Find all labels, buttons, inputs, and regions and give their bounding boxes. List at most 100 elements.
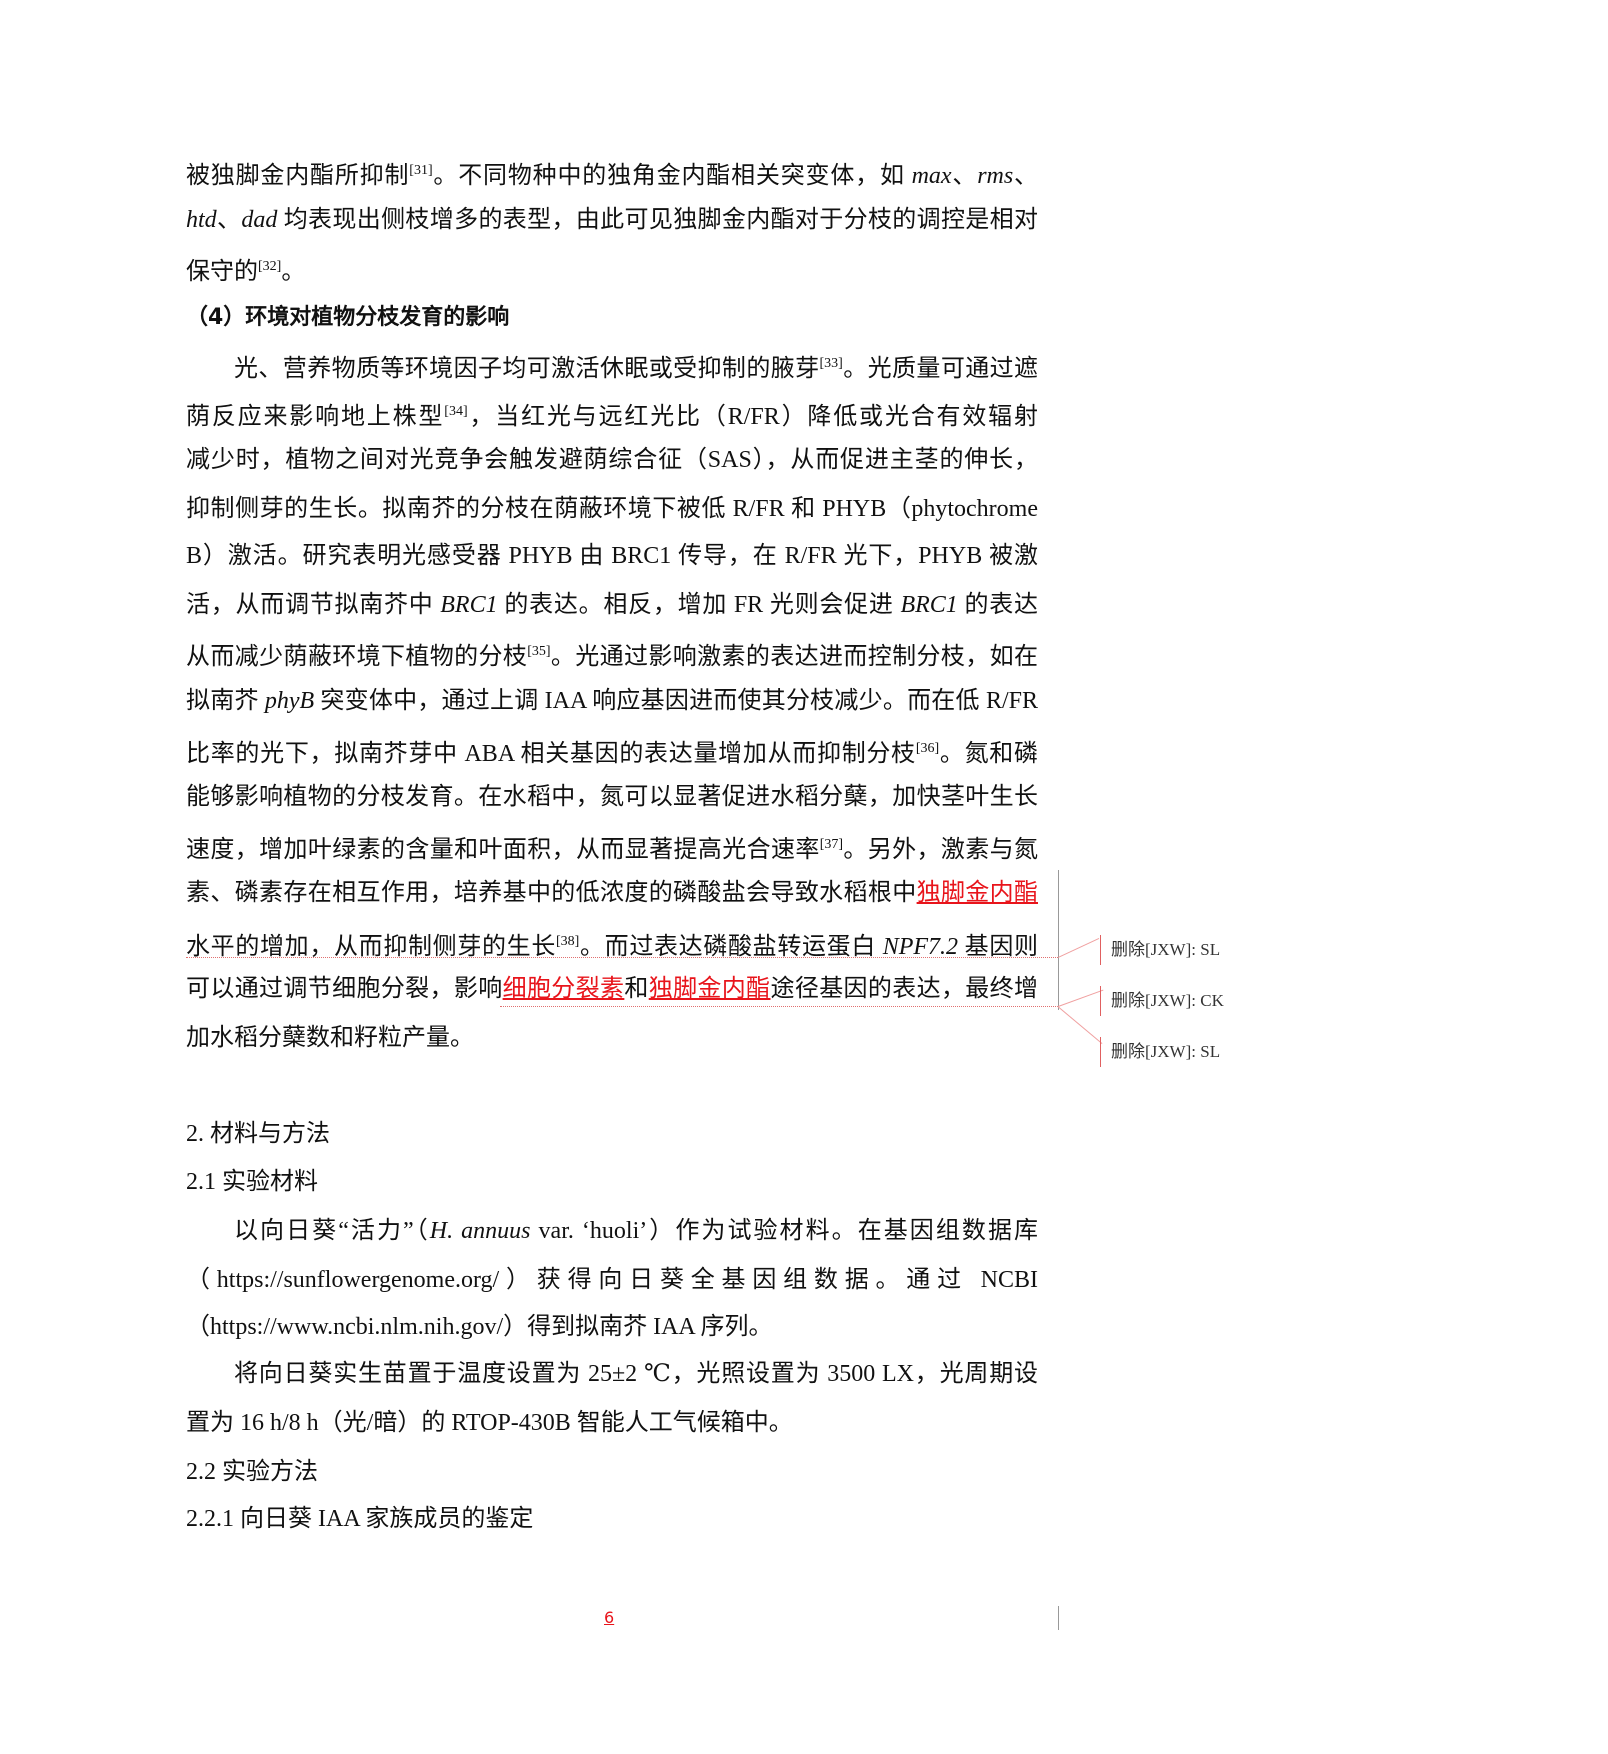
text-line: 可以通过调节细胞分裂，影响细胞分裂素和独脚金内酯途径基因的表达，最终增 (186, 974, 1038, 1004)
text-run: htd (186, 207, 217, 233)
text-line: 置为 16 h/8 h（光/暗）的 RTOP-430B 智能人工气候箱中。 (186, 1408, 1038, 1438)
comment-connector (1058, 937, 1100, 958)
text-run: ，当红光与远红光比（R/FR）降低或光合有效辐射（PAR） (467, 404, 1038, 427)
text-run: 。 (281, 259, 306, 285)
text-run: 2.1 实验材料 (186, 1169, 318, 1195)
text-line: B）激活。研究表明光感受器 PHYB 由 BRC1 传导，在 R/FR 光下，P… (186, 541, 1038, 571)
text-run: 可以通过调节细胞分裂，影响 (186, 976, 503, 1002)
text-run: 拟南芥 (186, 688, 265, 714)
tracked-deletion: 独脚金内酯 (916, 880, 1038, 906)
text-run: 比率的光下，拟南芥芽中 ABA 相关基因的表达量增加从而抑制分枝 (186, 741, 916, 764)
text-run: 以向日葵“活力”（ (234, 1218, 430, 1244)
text-run: BRC1 (900, 592, 958, 618)
text-line: 2.2 实验方法 (186, 1457, 1038, 1487)
text-run: 。氮和磷 (939, 741, 1038, 764)
text-line: 光、营养物质等环境因子均可激活休眠或受抑制的腋芽[33]。光质量可通过遮 (186, 349, 1038, 379)
comment-deletion[interactable]: 删除[JXW]: SL (1100, 935, 1220, 965)
comment-deletion[interactable]: 删除[JXW]: CK (1100, 986, 1224, 1016)
text-run: 2.2.1 向日葵 IAA 家族成员的鉴定 (186, 1506, 534, 1532)
text-run: 的表达 (957, 592, 1039, 618)
text-run: 水平的增加，从而抑制侧芽的生长 (186, 934, 557, 957)
revision-bar (1058, 870, 1059, 1010)
text-run: 抑制侧芽的生长。拟南芥的分枝在荫蔽环境下被低 R/FR 和 PHYB（phyto… (186, 496, 1038, 522)
citation: [33] (819, 356, 843, 371)
text-run: 基因则 (958, 934, 1038, 957)
text-run: （https://www.ncbi.nlm.nih.gov/）得到拟南芥 IAA… (186, 1314, 773, 1340)
text-run: 活，从而调节拟南芥中 (186, 592, 441, 618)
text-line: 活，从而调节拟南芥中 BRC1 的表达。相反，增加 FR 光则会促进 BRC1 … (186, 590, 1038, 620)
text-run: 、 (951, 163, 978, 186)
text-run: 从而减少荫蔽环境下植物的分枝 (186, 644, 528, 667)
text-run: 置为 16 h/8 h（光/暗）的 RTOP-430B 智能人工气候箱中。 (186, 1410, 793, 1436)
text-run: 光、营养物质等环境因子均可激活休眠或受抑制的腋芽 (234, 356, 820, 379)
citation: [31] (409, 163, 433, 178)
text-line: 以向日葵“活力”（H. annuus var. ‘huoli’）作为试验材料。在… (186, 1216, 1038, 1246)
text-run: 。不同物种中的独角金内酯相关突变体，如 (432, 163, 912, 186)
text-line: 抑制侧芽的生长。拟南芥的分枝在荫蔽环境下被低 R/FR 和 PHYB（phyto… (186, 494, 1038, 524)
citation: [36] (915, 741, 940, 756)
text-line: 素、磷素存在相互作用，培养基中的低浓度的磷酸盐会导致水稻根中独脚金内酯 (186, 878, 1038, 908)
text-run: 突变体中，通过上调 IAA 响应基因进而使其分枝减少。而在低 R/FR (314, 688, 1038, 714)
comment-connector (1057, 1006, 1103, 1045)
text-line: 能够影响植物的分枝发育。在水稻中，氮可以显著促进水稻分蘖，加快茎叶生长 (186, 782, 1038, 812)
text-line: 速度，增加叶绿素的含量和叶面积，从而显著提高光合速率[37]。另外，激素与氮 (186, 830, 1038, 860)
text-line: （4）环境对植物分枝发育的影响 (186, 302, 1038, 333)
text-run: 2. 材料与方法 (186, 1121, 330, 1147)
text-run: 保守的 (186, 259, 258, 285)
text-line: 保守的[32]。 (186, 252, 1038, 287)
page-number: 6 (604, 1608, 615, 1627)
text-run: 被独脚金内酯所抑制 (186, 163, 410, 186)
tracked-deletion: 独脚金内酯 (648, 976, 771, 1002)
text-run: 减少时，植物之间对光竞争会触发避荫综合征（SAS），从而促进主茎的伸长， (186, 447, 1038, 473)
text-run: 、 (1013, 163, 1038, 186)
text-line: 拟南芥 phyB 突变体中，通过上调 IAA 响应基因进而使其分枝减少。而在低 … (186, 686, 1038, 716)
text-run: BRC1 (440, 592, 498, 618)
text-run: var. ‘huoli’）作为试验材料。在基因组数据库 (530, 1218, 1038, 1244)
text-run: 速度，增加叶绿素的含量和叶面积，从而显著提高光合速率 (186, 837, 820, 860)
text-run: max (911, 163, 952, 186)
text-run: 能够影响植物的分枝发育。在水稻中，氮可以显著促进水稻分蘖，加快茎叶生长 (186, 784, 1038, 810)
text-run: 荫反应来影响地上株型 (186, 404, 445, 427)
citation: [32] (258, 259, 282, 274)
text-run: 加水稻分蘖数和籽粒产量。 (186, 1025, 474, 1051)
text-run: 均表现出侧枝增多的表型，由此可见独脚金内酯对于分枝的调控是相对 (277, 207, 1038, 233)
text-line: （https://www.ncbi.nlm.nih.gov/）得到拟南芥 IAA… (186, 1312, 1038, 1342)
text-run: 。而过表达磷酸盐转运蛋白 (579, 934, 883, 957)
text-line: 荫反应来影响地上株型[34]，当红光与远红光比（R/FR）降低或光合有效辐射（P… (186, 397, 1038, 427)
text-run: B）激活。研究表明光感受器 PHYB 由 BRC1 传导，在 R/FR 光下，P… (186, 543, 1038, 569)
comment-deletion[interactable]: 删除[JXW]: SL (1100, 1037, 1220, 1067)
text-line: 从而减少荫蔽环境下植物的分枝[35]。光通过影响激素的表达进而控制分枝，如在 (186, 637, 1038, 667)
text-run: 素、磷素存在相互作用，培养基中的低浓度的磷酸盐会导致水稻根中 (186, 880, 917, 906)
text-line: 将向日葵实生苗置于温度设置为 25±2 ℃，光照设置为 3500 LX，光周期设 (186, 1359, 1038, 1389)
text-line: 2.1 实验材料 (186, 1167, 1038, 1197)
text-line: 比率的光下，拟南芥芽中 ABA 相关基因的表达量增加从而抑制分枝[36]。氮和磷 (186, 734, 1038, 764)
section-heading: （4）环境对植物分枝发育的影响 (186, 305, 510, 330)
text-run: 。另外，激素与氮 (843, 837, 1038, 860)
text-line: 水平的增加，从而抑制侧芽的生长[38]。而过表达磷酸盐转运蛋白 NPF7.2 基… (186, 927, 1038, 957)
text-line: 2. 材料与方法 (186, 1119, 1038, 1149)
text-run: 和 (624, 976, 649, 1002)
text-line: 2.2.1 向日葵 IAA 家族成员的鉴定 (186, 1504, 1038, 1534)
text-run: 。光质量可通过遮 (842, 356, 1038, 379)
text-run: NPF7.2 (882, 934, 959, 957)
text-run: 。光通过影响激素的表达进而控制分枝，如在 (550, 644, 1038, 667)
citation: [38] (556, 934, 580, 949)
citation: [37] (819, 837, 844, 852)
text-run: H. annuus (429, 1218, 531, 1244)
text-run: phyB (264, 688, 315, 714)
text-line: 加水稻分蘖数和籽粒产量。 (186, 1023, 1038, 1053)
tracked-deletion: 细胞分裂素 (502, 976, 625, 1002)
text-run: （https://sunflowergenome.org/）获得向日葵全基因组数… (186, 1267, 1038, 1293)
text-run: 2.2 实验方法 (186, 1459, 318, 1485)
citation: [34] (444, 404, 468, 419)
text-line: 被独脚金内酯所抑制[31]。不同物种中的独角金内酯相关突变体，如 max、rms… (186, 156, 1038, 186)
text-line: 减少时，植物之间对光竞争会触发避荫综合征（SAS），从而促进主茎的伸长， (186, 445, 1038, 475)
comment-anchor-line (186, 957, 1058, 958)
text-run: 的表达。相反，增加 FR 光则会促进 (497, 592, 901, 618)
text-run: rms (977, 163, 1014, 186)
text-run: 将向日葵实生苗置于温度设置为 25±2 ℃，光照设置为 3500 LX，光周期设 (234, 1361, 1038, 1387)
comment-anchor-line (500, 1006, 1058, 1007)
text-run: dad (241, 207, 278, 233)
text-line: htd、dad 均表现出侧枝增多的表型，由此可见独脚金内酯对于分枝的调控是相对 (186, 205, 1038, 235)
text-run: 途径基因的表达，最终增 (770, 976, 1038, 1002)
